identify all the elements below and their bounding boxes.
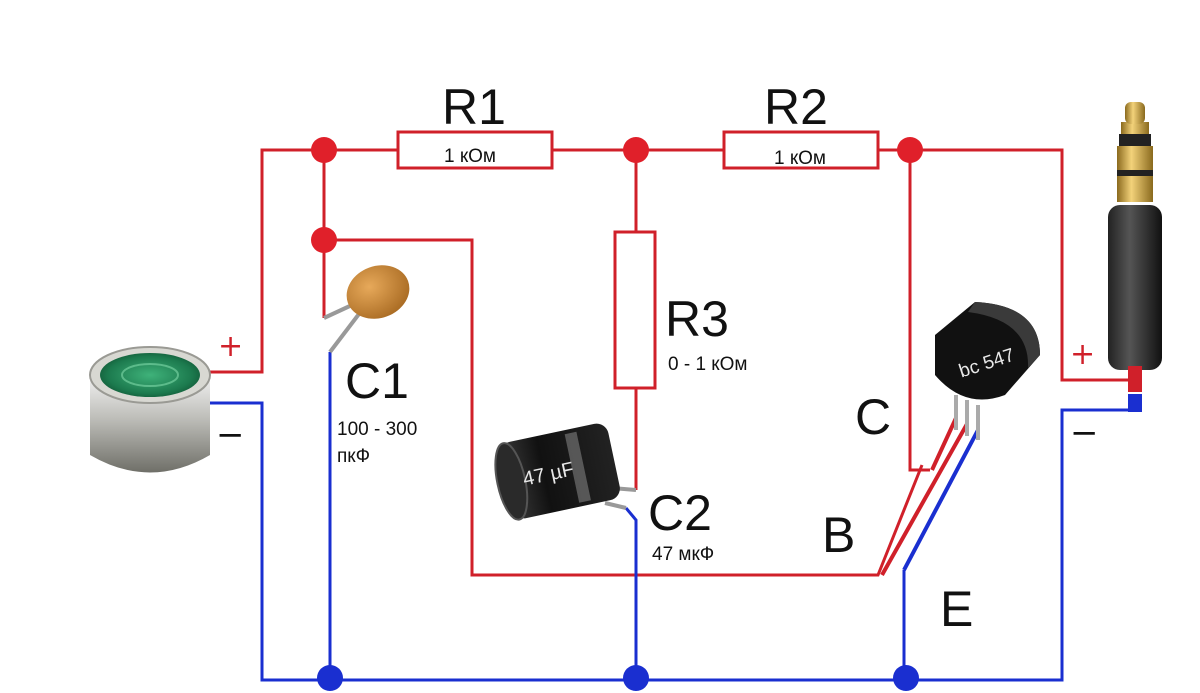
audio-jack-plug (1108, 102, 1162, 412)
capacitor-c2-name: C2 (648, 485, 712, 541)
resistor-r3-value: 0 - 1 кОм (668, 354, 747, 375)
transistor-base-label: B (822, 507, 855, 563)
resistor-r1-value: 1 кОм (444, 146, 496, 167)
capacitor-c2-value: 47 мкФ (652, 544, 714, 565)
jack-minus-label: − (1070, 413, 1099, 453)
junction-node (897, 137, 923, 163)
wire-mic-minus (150, 401, 1135, 682)
resistor-r2-value: 1 кОм (774, 148, 826, 169)
transistor-bc547: bc 547 (880, 302, 1040, 576)
junction-node (623, 665, 649, 691)
transistor-emitter-label: E (940, 581, 973, 637)
ceramic-capacitor-c1 (323, 265, 410, 354)
capacitor-c1-value-line1: 100 - 300 (337, 419, 417, 440)
wire-c2-bottom (624, 507, 638, 680)
junction-node (311, 137, 337, 163)
resistor-r1-name: R1 (442, 79, 506, 135)
junction-node (317, 665, 343, 691)
resistor-r3-name: R3 (665, 291, 729, 347)
capacitor-c1-name: C1 (345, 353, 409, 409)
mic-plus-label: + (218, 329, 243, 364)
mic-minus-label: − (216, 415, 245, 455)
wire-collector (908, 150, 930, 472)
resistor-r3: R3 0 - 1 кОм (613, 230, 747, 390)
wire-c1-base (324, 238, 924, 577)
jack-plus-label: + (1070, 337, 1095, 372)
electret-microphone (89, 346, 211, 473)
wire-mic-plus (150, 148, 398, 374)
junction-node (311, 227, 337, 253)
junctions (311, 137, 923, 691)
capacitor-c1-value-line2: пкФ (337, 446, 370, 467)
negative-wires (150, 352, 1135, 682)
resistor-r2-name: R2 (764, 79, 828, 135)
electrolytic-capacitor-c2: 47 µF (494, 423, 637, 521)
junction-node (893, 665, 919, 691)
resistor-r1: R1 1 кОм (396, 79, 554, 170)
wire-r2-jack (878, 148, 1135, 382)
transistor-collector-label: C (855, 389, 891, 445)
resistor-r2: R2 1 кОм (722, 79, 880, 170)
junction-node (623, 137, 649, 163)
